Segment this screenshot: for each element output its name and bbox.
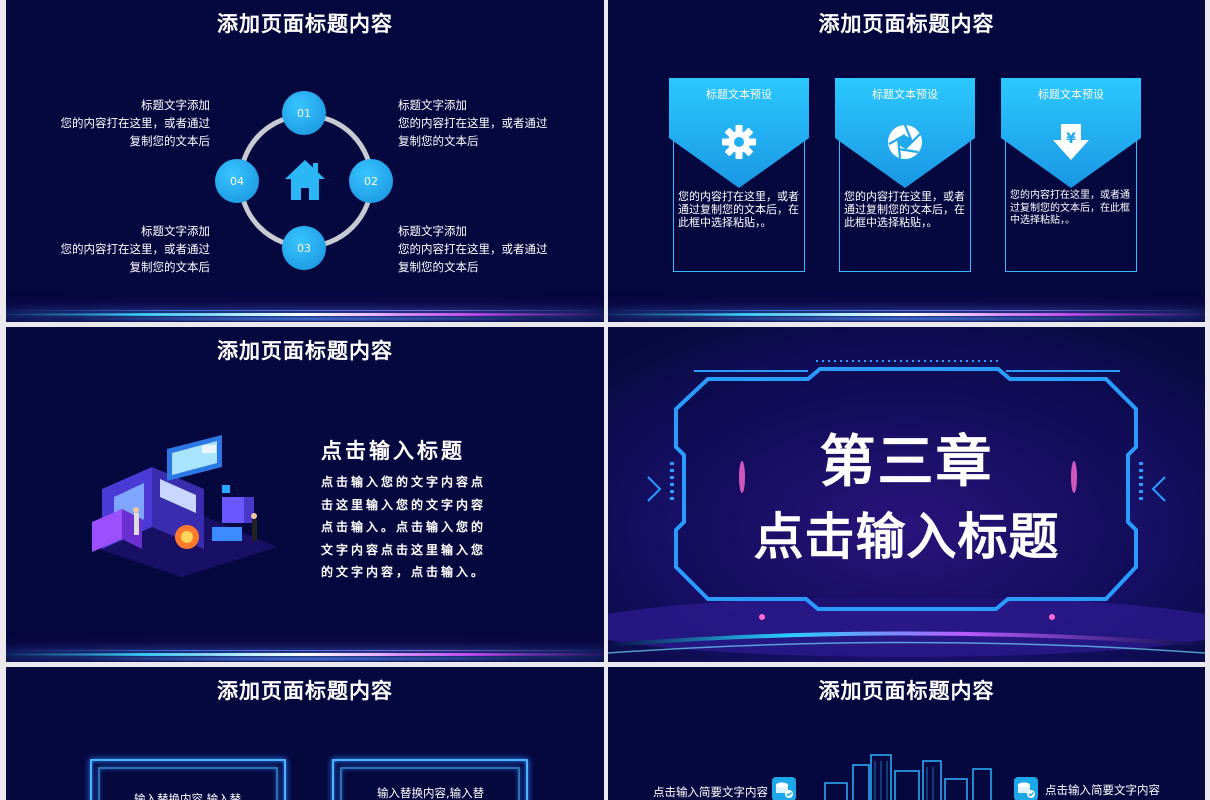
slide-3[interactable]: 添加页面标题内容 点击输入标题 点击输入您的文字内容点 击这里输入您的文字内容 … (6, 327, 604, 662)
feature-card-1: 标题文本预设 您的内容打在这里，或者 通过复制您的文本后，在 此框中选择粘贴，。 (669, 78, 809, 272)
frame-text-1: 输入替换内容,输入替 (134, 792, 242, 800)
slide-2[interactable]: 添加页面标题内容 标题文本预设 您的内容打在这里，或者 通过复制您的 (608, 0, 1205, 322)
database-icon (772, 777, 796, 800)
glow-frame-2-inner (340, 767, 520, 800)
text-block-top-right: 标题文字添加 您的内容打在这里，或者通过 复制您的文本后 (398, 98, 548, 148)
slide-1[interactable]: 添加页面标题内容 01 02 03 04 标题文字添加 您的内容打在这里，或者通… (6, 0, 604, 322)
slide-5[interactable]: 添加页面标题内容 输入替换内容,输入替 输入替换内容,输入替 (6, 667, 604, 800)
database-icon (1014, 777, 1038, 800)
svg-text:¥: ¥ (1066, 131, 1076, 147)
feature-card-3: 标题文本预设 ¥ 您的内容打在这里，或者通 过复制您的文本后，在此框 中选择粘贴… (1001, 78, 1141, 272)
aperture-icon (888, 124, 922, 159)
card-body: 您的内容打在这里，或者 通过复制您的文本后，在 此框中选择粘贴，。 (844, 190, 965, 229)
node-01: 01 (282, 91, 326, 135)
card-body: 您的内容打在这里，或者通 过复制您的文本后，在此框 中选择粘贴，。 (1010, 190, 1130, 226)
card-label: 标题文本预设 (872, 88, 938, 101)
feature-card-2: 标题文本预设 您的内容打在这里，或者 通过复制您的文本后，在 此框中选择粘贴，。 (835, 78, 975, 272)
card-label: 标题文本预设 (1038, 88, 1104, 101)
slide-title: 添加页面标题内容 (818, 679, 995, 703)
card-body: 您的内容打在这里，或者 通过复制您的文本后，在 此框中选择粘贴，。 (678, 190, 799, 229)
isometric-office-illustration (92, 435, 277, 577)
node-02: 02 (349, 159, 393, 203)
content-paragraph: 点击输入您的文字内容点 击这里输入您的文字内容 点击输入。点击输入您的 文字内容… (321, 475, 487, 579)
city-skyline-illustration (824, 754, 992, 800)
slide-6[interactable]: 添加页面标题内容 点击输入简要文字内容 点击输入简要文字内容 (608, 667, 1205, 800)
glow-frame-1 (90, 759, 286, 800)
slide-title: 添加页面标题内容 (818, 12, 995, 36)
slide-4-chapter[interactable]: 第三章 点击输入标题 (608, 327, 1205, 662)
gear-icon (722, 125, 756, 159)
text-block-bottom-left: 标题文字添加 您的内容打在这里，或者通过 复制您的文本后 (60, 224, 211, 274)
glow-frame-1-inner (98, 767, 278, 800)
frame-text-2: 输入替换内容,输入替 (377, 786, 485, 800)
slide-title: 添加页面标题内容 (217, 679, 393, 703)
card-label: 标题文本预设 (706, 88, 772, 101)
home-icon (285, 160, 325, 200)
glow-frame-2 (332, 759, 528, 800)
slide-title: 添加页面标题内容 (217, 339, 393, 363)
node-04: 04 (215, 159, 259, 203)
glow-line (6, 300, 604, 322)
node-03: 03 (282, 226, 326, 270)
slide-title: 添加页面标题内容 (217, 12, 393, 36)
content-heading: 点击输入标题 (321, 439, 465, 463)
glow-line (608, 300, 1205, 322)
yen-download-icon: ¥ (1053, 124, 1089, 160)
glow-line (6, 640, 604, 662)
text-block-bottom-right: 标题文字添加 您的内容打在这里，或者通过 复制您的文本后 (398, 224, 548, 274)
left-text: 点击输入简要文字内容 (653, 785, 768, 799)
tech-frame-decoration (608, 327, 1205, 662)
text-block-top-left: 标题文字添加 您的内容打在这里，或者通过 复制您的文本后 (60, 98, 211, 148)
chapter-title: 第三章 (819, 430, 994, 495)
chapter-subtitle: 点击输入标题 (753, 508, 1060, 566)
right-text: 点击输入简要文字内容 (1045, 783, 1160, 797)
